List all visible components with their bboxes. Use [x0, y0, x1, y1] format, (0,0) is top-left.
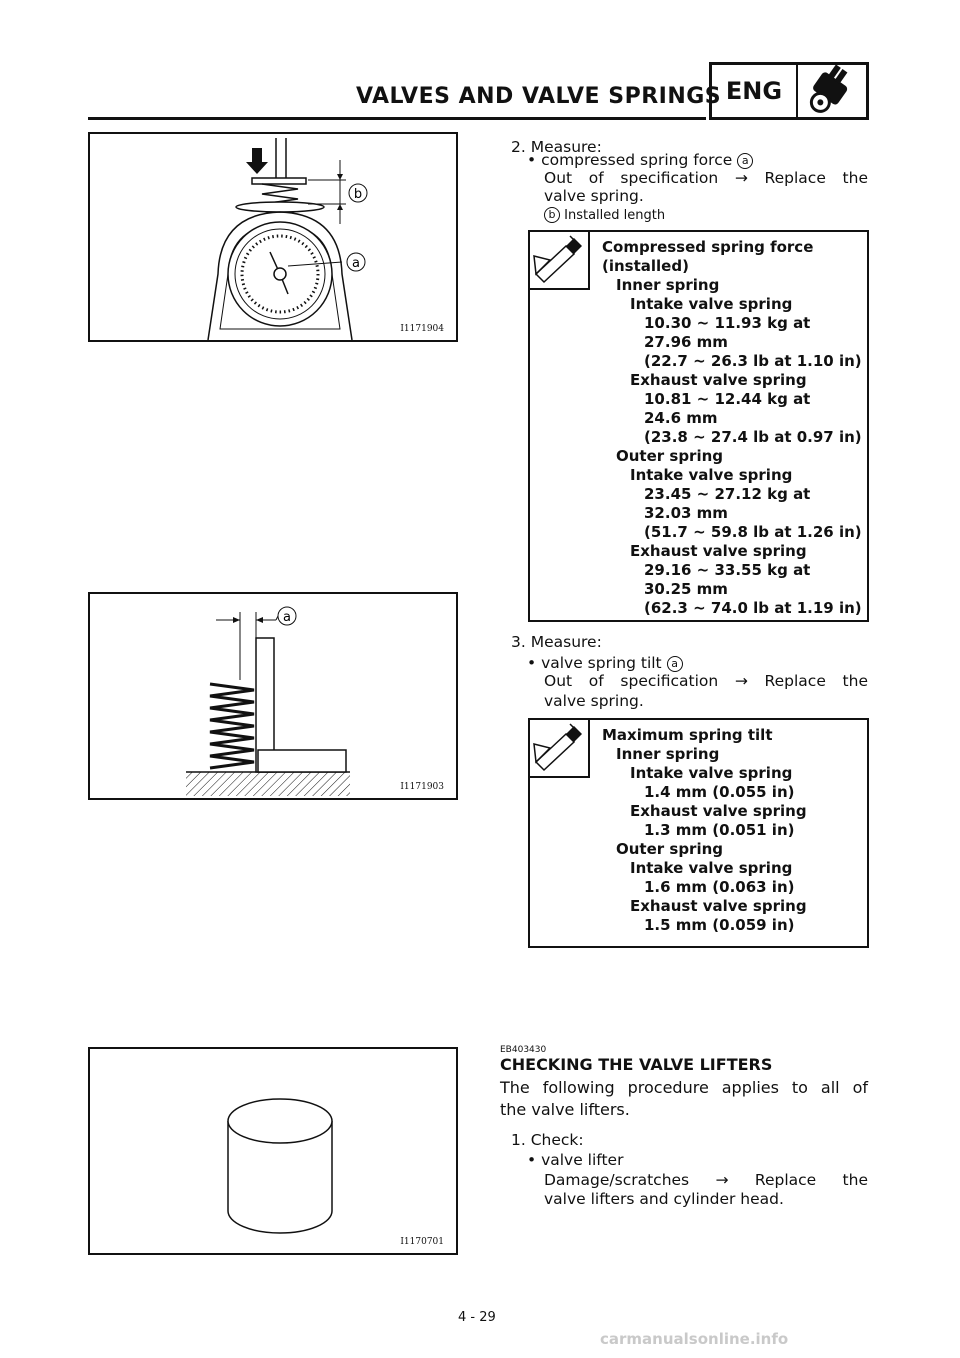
- valve-lifter-figure: I1170701: [88, 1047, 458, 1255]
- spec-line: 23.45 ~ 27.12 kg at: [644, 485, 811, 503]
- section-intro-2: the valve lifters.: [500, 1100, 630, 1119]
- step-2-line-1: Out of specification → Replace the: [544, 169, 868, 187]
- spec-line: Intake valve spring: [630, 764, 793, 782]
- spec-line: (62.3 ~ 74.0 lb at 1.19 in): [644, 599, 862, 617]
- spec-line: Inner spring: [616, 276, 720, 294]
- watermark-footer: carmanualsonline.info: [600, 1330, 789, 1348]
- step-3-bullet: • valve spring tilt a: [527, 653, 683, 673]
- spec-line: 32.03 mm: [644, 504, 728, 522]
- page-number: 4 - 29: [458, 1310, 496, 1325]
- callout-b: b: [354, 187, 362, 202]
- step-2-bullet: • compressed spring force a: [527, 150, 869, 170]
- engine-piston-icon: [798, 64, 866, 117]
- spec-line: Inner spring: [616, 745, 720, 763]
- spec-line: (51.7 ~ 59.8 lb at 1.26 in): [644, 523, 862, 541]
- spec-line: (22.7 ~ 26.3 lb at 1.10 in): [644, 352, 862, 370]
- section-bullet: • valve lifter: [527, 1151, 624, 1169]
- spring-tilt-figure: a I1171903: [88, 592, 458, 800]
- figure-code: I1170701: [400, 1237, 444, 1247]
- section-intro-1: The following procedure applies to all o…: [500, 1078, 868, 1097]
- spec-line: Intake valve spring: [630, 295, 793, 313]
- callout-a: a: [283, 610, 291, 625]
- step-3-line-1: Out of specification → Replace the: [544, 672, 868, 690]
- spec-line: Exhaust valve spring: [630, 371, 807, 389]
- step-3-line-2: valve spring.: [544, 692, 644, 710]
- spec-box-compressed-force: Compressed spring force(installed)Inner …: [528, 230, 869, 622]
- spec-line: Intake valve spring: [630, 466, 793, 484]
- spec-line: 10.81 ~ 12.44 kg at: [644, 390, 811, 408]
- spec-line: (23.8 ~ 27.4 lb at 0.97 in): [644, 428, 862, 446]
- figure-code: I1171903: [400, 782, 444, 792]
- spec-line: Outer spring: [616, 447, 724, 465]
- spec-line: 27.96 mm: [644, 333, 728, 351]
- spec-line: Intake valve spring: [630, 859, 793, 877]
- callout-a: a: [352, 256, 360, 271]
- section-step-label: 1. Check:: [511, 1131, 584, 1149]
- spec-line: (installed): [602, 257, 689, 275]
- figure-code: I1171904: [400, 324, 444, 334]
- step-2-note: b Installed length: [544, 207, 665, 223]
- step-2-label: 2. Measure:: [511, 138, 602, 156]
- spec-line: 24.6 mm: [644, 409, 718, 427]
- spec-line: Compressed spring force: [602, 238, 814, 256]
- step-2-line-2: valve spring.: [544, 187, 644, 205]
- spec-line: 29.16 ~ 33.55 kg at: [644, 561, 811, 579]
- spec-line: 10.30 ~ 11.93 kg at: [644, 314, 811, 332]
- spec-line: Outer spring: [616, 840, 724, 858]
- step-2-bullet-mark: a: [737, 153, 754, 169]
- spring-force-gauge-drawing: b a: [207, 138, 368, 341]
- section-code: EB403430: [500, 1045, 547, 1055]
- spec-line: Exhaust valve spring: [630, 802, 807, 820]
- spec-line: Exhaust valve spring: [630, 897, 807, 915]
- step-2-bullet-text: • compressed spring force: [527, 151, 733, 169]
- spec-line: 30.25 mm: [644, 580, 728, 598]
- section-line-2: valve lifters and cylinder head.: [544, 1190, 784, 1208]
- valve-lifter-drawing: [227, 1098, 333, 1234]
- caliper-icon: [530, 232, 590, 290]
- spring-tilt-drawing: a: [186, 606, 350, 796]
- spec-line: 1.4 mm (0.055 in): [644, 783, 795, 801]
- step-3-label: 3. Measure:: [511, 633, 602, 651]
- spec-line: 1.5 mm (0.059 in): [644, 916, 795, 934]
- badge-label: ENG: [712, 65, 798, 117]
- spec-line: 1.6 mm (0.063 in): [644, 878, 795, 896]
- spec-line: Maximum spring tilt: [602, 726, 773, 744]
- header-rule: [88, 117, 706, 120]
- page-title: VALVES AND VALVE SPRINGS: [356, 84, 722, 109]
- step-3-bullet-mark: a: [666, 656, 683, 672]
- spec-line: Exhaust valve spring: [630, 542, 807, 560]
- section-line-1: Damage/scratches → Replace the: [544, 1171, 868, 1189]
- spring-force-gauge-figure: b a I1171904: [88, 132, 458, 342]
- caliper-icon: [530, 720, 590, 778]
- step-2-note-text: Installed length: [564, 208, 666, 223]
- step-3-bullet-text: • valve spring tilt: [527, 654, 662, 672]
- spec-line: 1.3 mm (0.051 in): [644, 821, 795, 839]
- section-badge: ENG: [709, 62, 869, 120]
- section-title: CHECKING THE VALVE LIFTERS: [500, 1055, 773, 1074]
- step-2-note-mark: b: [544, 207, 560, 223]
- spec-1-lines: Compressed spring force(installed)Inner …: [602, 238, 862, 618]
